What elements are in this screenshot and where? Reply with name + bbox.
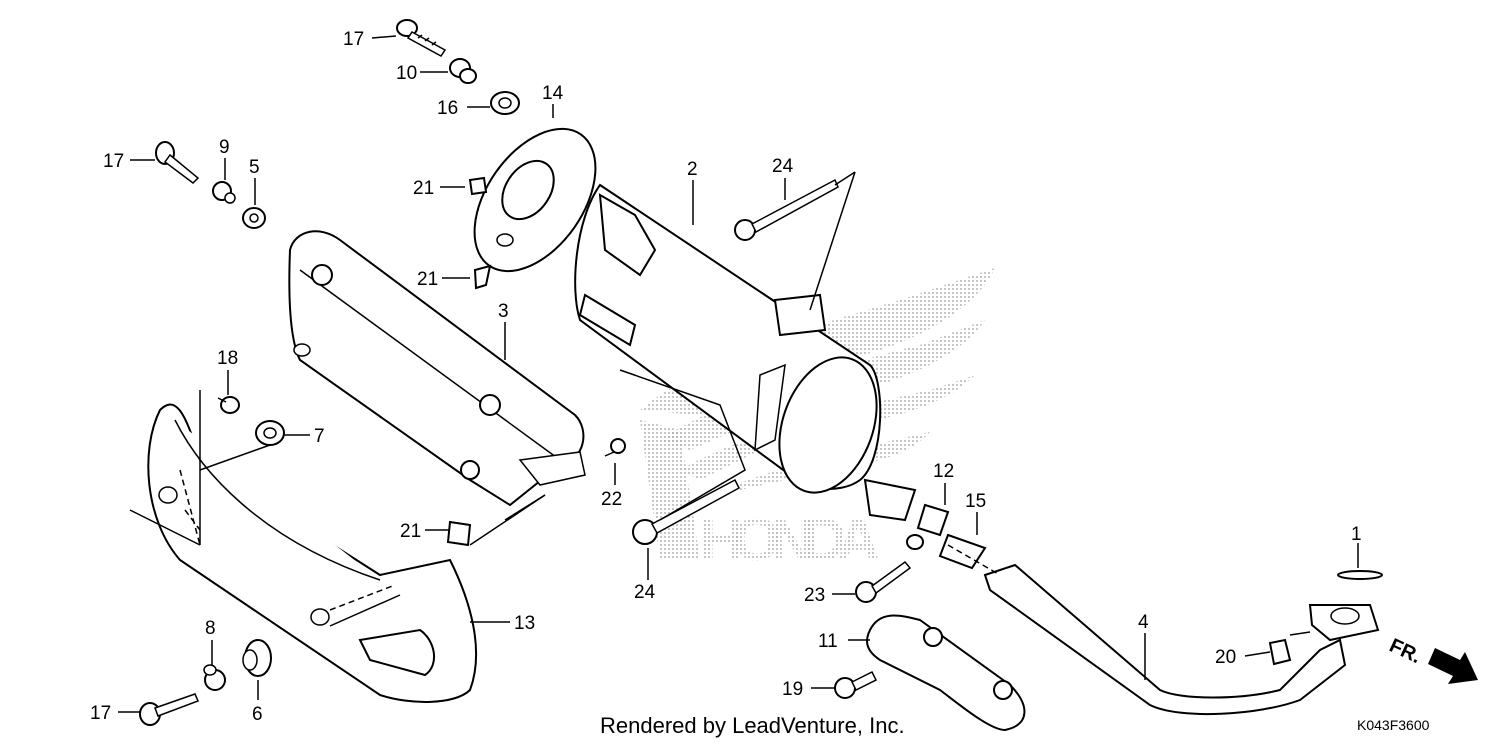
bolt-19: [834, 670, 878, 699]
callout-7: 7: [314, 426, 325, 447]
callout-4: 4: [1138, 612, 1149, 633]
callout-17-top: 17: [343, 29, 364, 50]
callout-14: 14: [542, 83, 564, 104]
callout-3: 3: [498, 301, 509, 322]
grommet-6: [242, 639, 272, 677]
callout-24-upper: 24: [772, 156, 794, 177]
collar-8: [203, 664, 226, 691]
rubber-5: [242, 207, 266, 229]
gasket-15: [938, 533, 987, 570]
protector-3: [288, 230, 586, 507]
callout-9: 9: [219, 137, 230, 158]
cover-ring-14: [473, 127, 597, 273]
clip-20: [1268, 638, 1292, 666]
honda-watermark-text: HONDA: [700, 506, 880, 573]
callout-21-upper: 21: [413, 178, 434, 199]
callout-12: 12: [933, 461, 954, 482]
callout-23: 23: [804, 585, 825, 606]
front-direction-label: FR.: [1386, 635, 1424, 669]
gasket-12: [916, 503, 950, 537]
callout-13: 13: [514, 613, 535, 634]
callout-5: 5: [249, 157, 260, 178]
diagram-code: K043F3600: [1357, 717, 1430, 733]
muffler-2: [574, 183, 917, 522]
callout-21-middle: 21: [417, 269, 438, 290]
callout-19: 19: [782, 679, 803, 700]
rubber-16: [490, 91, 520, 115]
callout-17-bottom: 17: [90, 703, 111, 724]
assembly-guide-lines: [129, 369, 1311, 636]
bolt-17-bottom: [139, 693, 199, 726]
front-direction-marker: FR.: [1386, 635, 1478, 684]
callout-labels: 17 10 16 14 17 9 5 21 2 24 21 3 18 7 22 …: [90, 29, 1362, 725]
front-arrow-icon: [1428, 648, 1478, 684]
callout-21-lower: 21: [400, 521, 421, 542]
leader-lines: [118, 35, 1359, 713]
pipe-protector-11: [866, 614, 1026, 732]
callout-20: 20: [1215, 647, 1236, 668]
callout-15: 15: [965, 491, 986, 512]
bolt-24-upper: [734, 171, 856, 311]
footer-credit: Rendered by LeadVenture, Inc.: [600, 713, 905, 738]
callout-18: 18: [217, 348, 238, 369]
callout-1: 1: [1351, 524, 1362, 545]
clip-21b: [473, 264, 492, 290]
gasket-1: [1337, 570, 1383, 580]
exhaust-pipe-4: [983, 563, 1380, 716]
callout-22: 22: [601, 489, 622, 510]
callout-11: 11: [818, 631, 838, 652]
screw-22: [604, 438, 626, 457]
grommet-7: [255, 420, 285, 446]
callout-8: 8: [205, 618, 216, 639]
clip-21a: [468, 176, 488, 196]
collar-9: [212, 181, 236, 204]
collar-10: [449, 58, 477, 84]
bolt-17-top: [396, 19, 447, 57]
bolt-24-lower: [632, 478, 740, 545]
bolt-23: [855, 534, 924, 603]
bolt-17-left: [155, 141, 200, 184]
screw-18: [217, 396, 240, 414]
callout-6: 6: [252, 704, 263, 725]
callout-17-left: 17: [103, 151, 124, 172]
callout-16: 16: [437, 98, 458, 119]
clip-21c: [446, 520, 472, 547]
callout-2: 2: [687, 159, 698, 180]
callout-24-lower: 24: [634, 582, 656, 603]
callout-10: 10: [396, 63, 417, 84]
